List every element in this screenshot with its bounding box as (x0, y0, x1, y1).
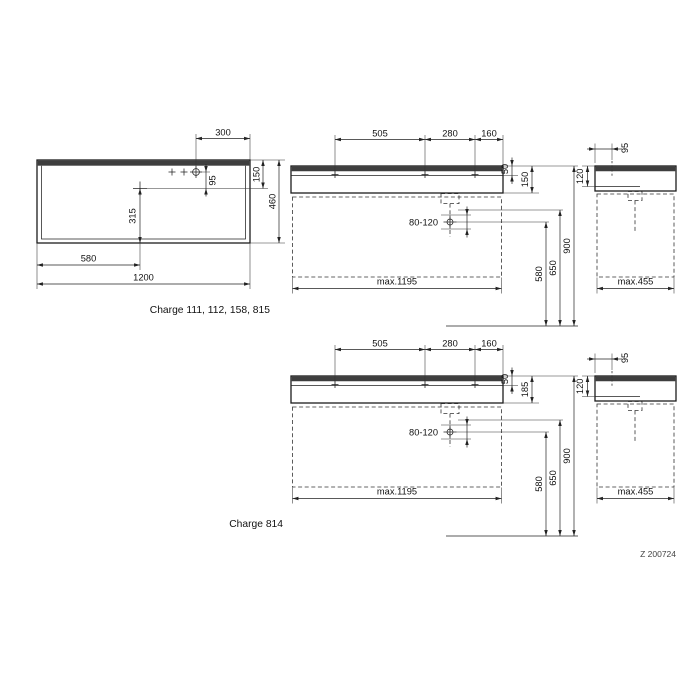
dim-label-460: 460 (268, 194, 278, 210)
front-view-charge-111-labels: 505 280 160 50 150 80-120 580 650 900 ma… (372, 129, 572, 287)
dim-label-95: 95 (620, 143, 630, 153)
dim-label-900: 900 (562, 448, 572, 464)
dim-label-650: 650 (548, 470, 558, 486)
dim-label-650: 650 (548, 260, 558, 276)
dim-label-1200: 1200 (133, 273, 154, 283)
dim-label-580: 580 (534, 266, 544, 282)
caption-charge-111: Charge 111, 112, 158, 815 (150, 305, 270, 316)
side-view-charge-111 (582, 144, 676, 294)
caption-charge-814: Charge 814 (229, 519, 283, 530)
dim-label-max-1195: max.1195 (377, 487, 417, 497)
dim-label-150: 150 (520, 172, 530, 188)
dim-label-150: 150 (252, 167, 262, 183)
dim-label-max-455: max.455 (618, 487, 654, 497)
dim-label-505: 505 (372, 339, 388, 349)
dim-label-50: 50 (500, 374, 510, 384)
dim-label-160: 160 (481, 339, 497, 349)
extension-lines (36, 134, 285, 289)
front-view-charge-814 (291, 345, 578, 536)
front-view-charge-814-labels: 505 280 160 50 185 80-120 580 650 900 ma… (229, 339, 572, 531)
dim-label-120: 120 (575, 169, 585, 185)
dim-label-315: 315 (128, 208, 138, 224)
inner-rim-line (41, 165, 246, 240)
dim-label-max-455: max.455 (618, 277, 654, 287)
dim-label-300: 300 (215, 128, 231, 138)
dim-label-280: 280 (442, 129, 458, 139)
dim-label-80-120: 80-120 (409, 218, 438, 228)
plan-view: 300 95 150 460 315 580 1200 Charge 111, … (36, 128, 285, 316)
dim-label-185: 185 (520, 382, 530, 398)
dim-label-95: 95 (620, 353, 630, 363)
dim-label-900: 900 (562, 238, 572, 254)
dim-label-580: 580 (81, 254, 97, 264)
plan-linework (36, 134, 285, 289)
dim-label-120: 120 (575, 379, 585, 395)
dim-label-95: 95 (208, 175, 218, 185)
rear-rim-band (37, 160, 250, 166)
dim-label-80-120: 80-120 (409, 428, 438, 438)
alt-tap-hole-marks (168, 168, 188, 176)
side-view-charge-111-labels: 95 120 max.455 (575, 143, 653, 287)
drawing-number: Z 200724 (640, 549, 676, 559)
basin-plan-outline (36, 159, 251, 244)
dim-label-580: 580 (534, 476, 544, 492)
side-view-charge-814-labels: 95 120 max.455 (575, 353, 653, 497)
front-view-charge-111 (291, 135, 578, 326)
dim-label-280: 280 (442, 339, 458, 349)
dim-label-160: 160 (481, 129, 497, 139)
dim-label-50: 50 (500, 164, 510, 174)
side-view-charge-814 (582, 354, 676, 504)
dim-label-max-1195: max.1195 (377, 277, 417, 287)
dim-label-505: 505 (372, 129, 388, 139)
